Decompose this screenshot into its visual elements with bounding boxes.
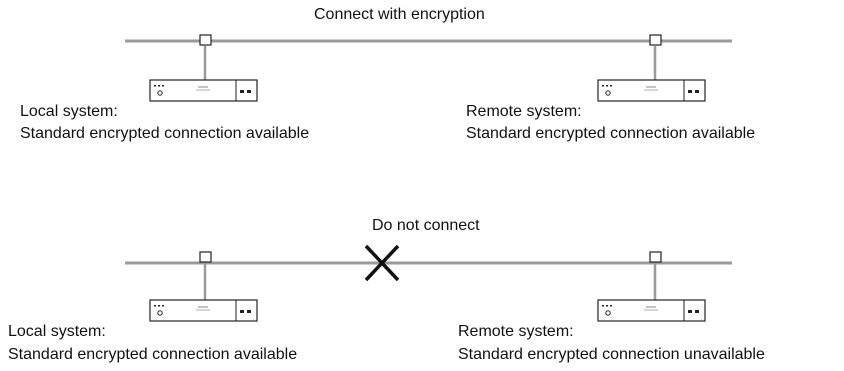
remote-system-heading: Remote system: <box>458 323 574 340</box>
local-system-heading: Local system: <box>20 103 118 120</box>
local-connector-icon <box>199 34 212 46</box>
remote-connector-icon <box>649 251 662 263</box>
diagram-title: Do not connect <box>372 217 480 234</box>
local-network-device-icon <box>149 299 258 322</box>
bottom-network <box>125 244 732 322</box>
cross-icon <box>364 244 400 282</box>
local-system-status: Standard encrypted connection available <box>20 125 310 142</box>
local-network-device-icon <box>149 79 258 102</box>
remote-system-status: Standard encrypted connection available <box>466 125 756 142</box>
diagram-title: Connect with encryption <box>314 6 485 23</box>
remote-network-device-icon <box>597 79 706 102</box>
remote-system-status: Standard encrypted connection unavailabl… <box>458 346 765 363</box>
remote-network-device-icon <box>597 299 706 322</box>
local-system-status: Standard encrypted connection available <box>8 346 298 363</box>
local-system-heading: Local system: <box>8 323 106 340</box>
local-connector-icon <box>199 251 212 263</box>
top-network <box>125 34 732 102</box>
remote-system-heading: Remote system: <box>466 103 582 120</box>
remote-connector-icon <box>649 34 662 46</box>
